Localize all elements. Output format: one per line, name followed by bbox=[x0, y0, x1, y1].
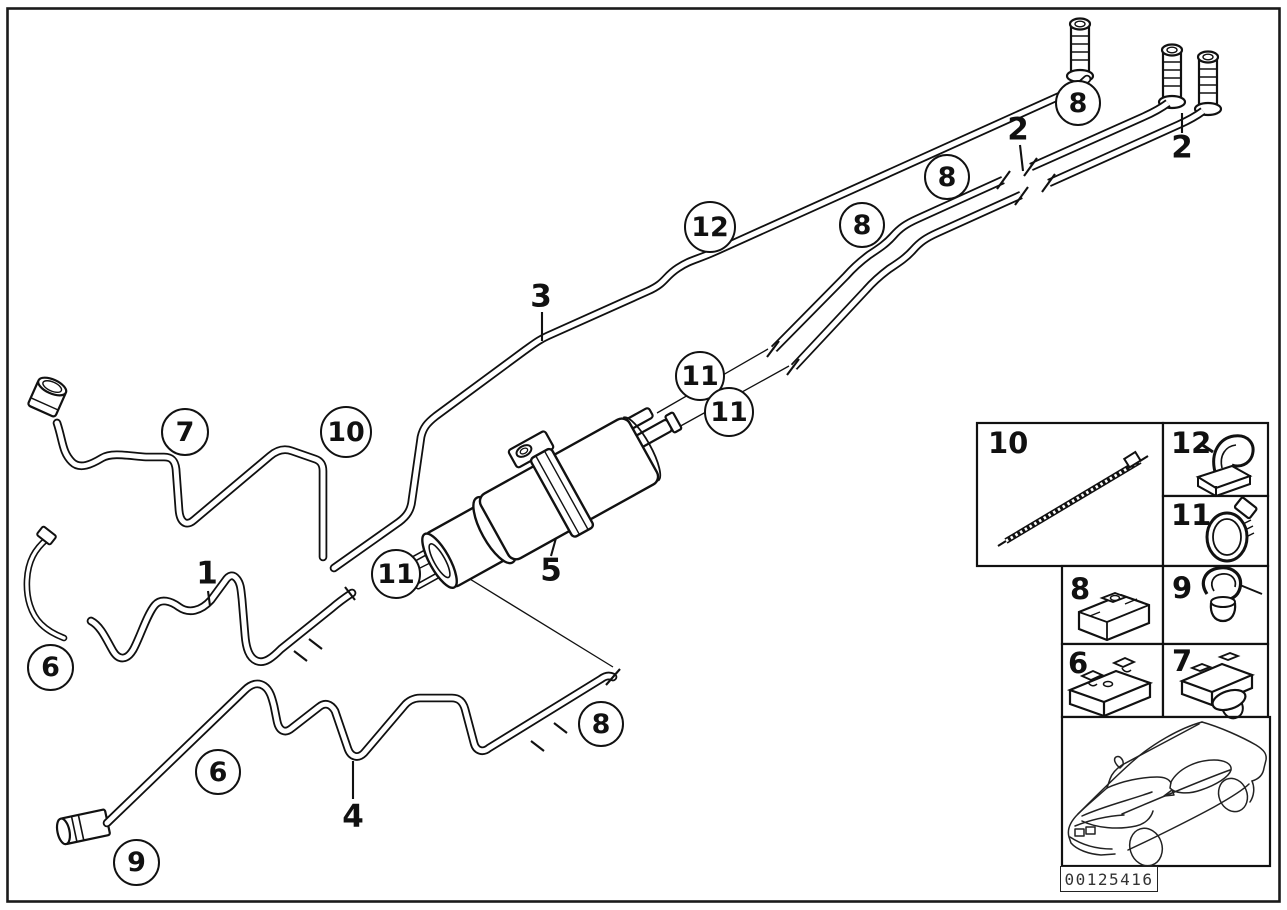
image-code-box: 00125416 bbox=[1060, 866, 1158, 892]
callout-9[interactable]: 9 bbox=[113, 839, 160, 886]
callout-6[interactable]: 6 bbox=[195, 749, 241, 795]
fuel-pipe-3 bbox=[329, 74, 1092, 573]
legend-number-9: 9 bbox=[1172, 571, 1193, 605]
callout-8[interactable]: 8 bbox=[924, 154, 970, 200]
label-leader-lines bbox=[206, 113, 1184, 799]
callout-10[interactable]: 10 bbox=[320, 406, 372, 458]
callout-12[interactable]: 12 bbox=[684, 201, 736, 253]
part-label-2[interactable]: 2 bbox=[1007, 111, 1029, 148]
pipe-break-marks bbox=[996, 157, 1056, 206]
diagram-border bbox=[6, 7, 1281, 903]
legend-number-10: 10 bbox=[988, 426, 1029, 460]
part-label-3[interactable]: 3 bbox=[530, 278, 552, 315]
fuel-hose-1 bbox=[86, 571, 357, 666]
vent-hose-7 bbox=[27, 376, 328, 562]
fuel-pipes-2 bbox=[766, 99, 1206, 376]
legend-number-6: 6 bbox=[1068, 646, 1089, 680]
callout-8[interactable]: 8 bbox=[578, 701, 624, 747]
part-label-4[interactable]: 4 bbox=[342, 798, 364, 835]
callout-11[interactable]: 11 bbox=[371, 549, 421, 599]
car-sketch bbox=[1067, 721, 1267, 867]
image-code: 00125416 bbox=[1064, 869, 1154, 889]
filter-clamp-band bbox=[529, 447, 595, 538]
legend-number-8: 8 bbox=[1070, 572, 1091, 606]
hose-sleeve-marks bbox=[293, 586, 356, 662]
double-line-holder-icon bbox=[1066, 657, 1154, 718]
callout-7[interactable]: 7 bbox=[161, 408, 209, 456]
hose-clamp-icon bbox=[1205, 496, 1258, 563]
callout-6[interactable]: 6 bbox=[27, 644, 74, 691]
clip-icon bbox=[1201, 566, 1263, 623]
pipe-end-fitting bbox=[55, 808, 111, 846]
pipe-end-marks bbox=[766, 340, 800, 376]
cable-strap-icon bbox=[997, 450, 1149, 547]
callout-8[interactable]: 8 bbox=[839, 202, 885, 248]
callout-8[interactable]: 8 bbox=[1055, 80, 1101, 126]
line-holder-icon bbox=[1077, 592, 1151, 642]
hose-cap bbox=[27, 376, 68, 418]
vent-pipe-small bbox=[23, 525, 68, 642]
pipe-clip-icon bbox=[1195, 434, 1255, 498]
part-label-2[interactable]: 2 bbox=[1171, 129, 1193, 166]
legend-number-7: 7 bbox=[1172, 644, 1193, 678]
fuel-filter bbox=[391, 407, 683, 590]
pipe-sleeve-marks bbox=[530, 668, 621, 752]
part-label-1[interactable]: 1 bbox=[196, 555, 218, 592]
fuel-pipe-4 bbox=[55, 668, 621, 846]
grommet-holder-icon bbox=[1179, 652, 1255, 720]
legend-number-12: 12 bbox=[1171, 426, 1212, 460]
legend-number-11: 11 bbox=[1171, 498, 1212, 532]
part-label-5[interactable]: 5 bbox=[540, 552, 562, 589]
callout-11[interactable]: 11 bbox=[704, 387, 754, 437]
